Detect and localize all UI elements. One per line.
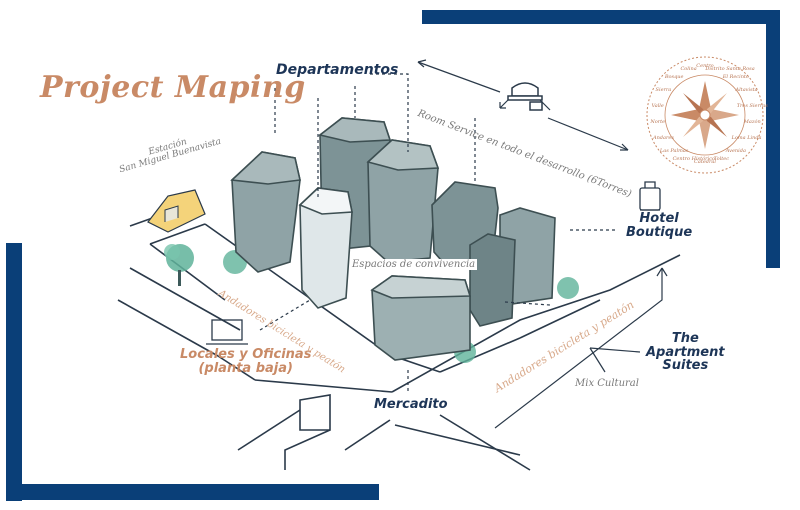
buildings bbox=[230, 117, 556, 361]
station-building bbox=[147, 189, 206, 233]
apartment-line-3: Suites bbox=[662, 358, 709, 374]
frame-bottom-bar bbox=[6, 484, 379, 500]
locales-line-1: Locales y Oficinas bbox=[180, 347, 312, 362]
room-service-arrows bbox=[417, 59, 668, 429]
compass-word: Centro bbox=[696, 63, 714, 69]
compass-word: Mazón bbox=[743, 119, 761, 126]
compass-word: Tres Sierras bbox=[736, 102, 768, 109]
frame-right-bar bbox=[766, 10, 780, 268]
frame-top-bar bbox=[422, 10, 780, 24]
compass-word: Centro Histórico bbox=[672, 156, 715, 163]
compass-word: Bosque bbox=[664, 74, 684, 81]
compass-word: Distrito Santa Rosa bbox=[705, 65, 755, 72]
hotel-icon bbox=[639, 181, 661, 211]
compass-word: Valle bbox=[651, 102, 664, 109]
label-locales-oficinas: Locales y Oficinas (planta baja) bbox=[180, 348, 311, 375]
compass-word: Avenida bbox=[725, 147, 746, 154]
compass-word: Andares bbox=[652, 135, 674, 141]
compass-word: Loma Linda bbox=[731, 135, 762, 141]
compass-word: El Recinto bbox=[722, 74, 749, 81]
compass-word: Las Palmas bbox=[659, 147, 689, 154]
service-bell-icon bbox=[507, 82, 543, 111]
locales-line-2: (planta baja) bbox=[198, 360, 293, 376]
laptop-icon bbox=[206, 319, 248, 345]
compass-rose bbox=[646, 56, 764, 174]
callout-lines bbox=[259, 73, 615, 392]
apartment-line-2: Apartment bbox=[646, 344, 725, 360]
compass-word: Colina bbox=[680, 65, 697, 72]
label-mercadito: Mercadito bbox=[374, 397, 448, 412]
compass-word: Toltec bbox=[713, 156, 730, 163]
label-hotel-boutique: Hotel Boutique bbox=[626, 212, 692, 239]
compass-word: Sierra bbox=[655, 87, 672, 93]
compass-word: Norte bbox=[650, 119, 666, 126]
frame-left-bar bbox=[6, 243, 22, 501]
apartment-line-1: The bbox=[671, 331, 699, 346]
hotel-line-2: Boutique bbox=[626, 224, 693, 240]
label-apartment-suites: The Apartment Suites bbox=[646, 332, 725, 373]
page-title: Project Maping bbox=[40, 70, 306, 105]
compass-word: Catedral bbox=[694, 159, 716, 165]
label-espacios-convivencia: Espacios de convivencia bbox=[350, 259, 478, 270]
hotel-line-1: Hotel bbox=[639, 211, 679, 226]
label-departamentos: Departamentos bbox=[276, 62, 399, 78]
label-mix-cultural: Mix Cultural bbox=[575, 378, 639, 389]
compass-word: Altavista bbox=[735, 87, 758, 93]
